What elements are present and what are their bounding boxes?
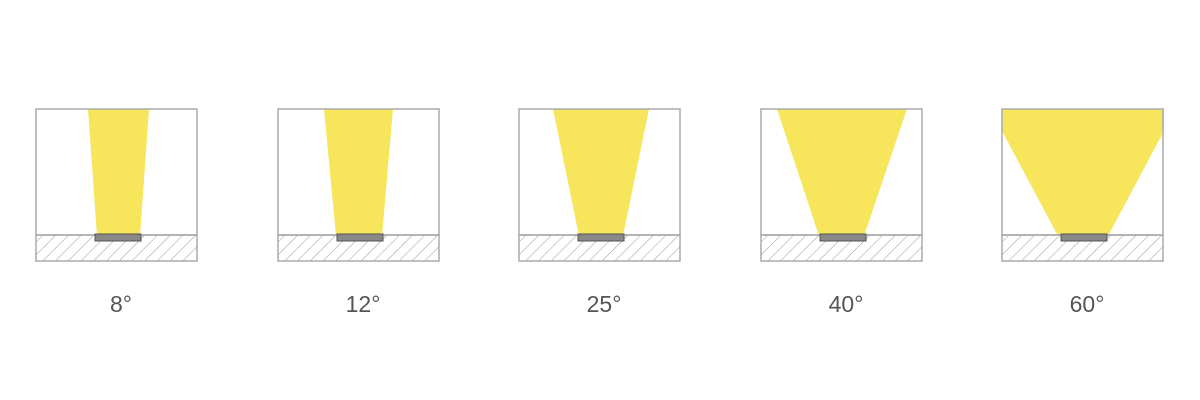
beam-panel-25: 25° (518, 108, 681, 317)
beam-angle-label: 12° (346, 291, 381, 317)
beam-angle-label: 8° (110, 291, 132, 317)
led-chip (577, 233, 625, 242)
led-chip (336, 233, 384, 242)
beam-cone (324, 109, 393, 236)
beam-panel-40: 40° (760, 108, 923, 317)
beam-cone (1002, 109, 1164, 236)
beam-panel-12: 12° (277, 108, 440, 317)
beam-panel-60: 60° (1001, 108, 1164, 317)
beam-angle-label: 60° (1070, 291, 1105, 317)
beam-cone (88, 109, 149, 236)
beam-cone (553, 109, 649, 236)
led-chip (819, 233, 867, 242)
beam-cone (777, 109, 907, 236)
beam-angle-label: 25° (587, 291, 622, 317)
led-chip (94, 233, 142, 242)
led-chip (1060, 233, 1108, 242)
beam-angle-label: 40° (829, 291, 864, 317)
beam-panel-8: 8° (35, 108, 198, 317)
